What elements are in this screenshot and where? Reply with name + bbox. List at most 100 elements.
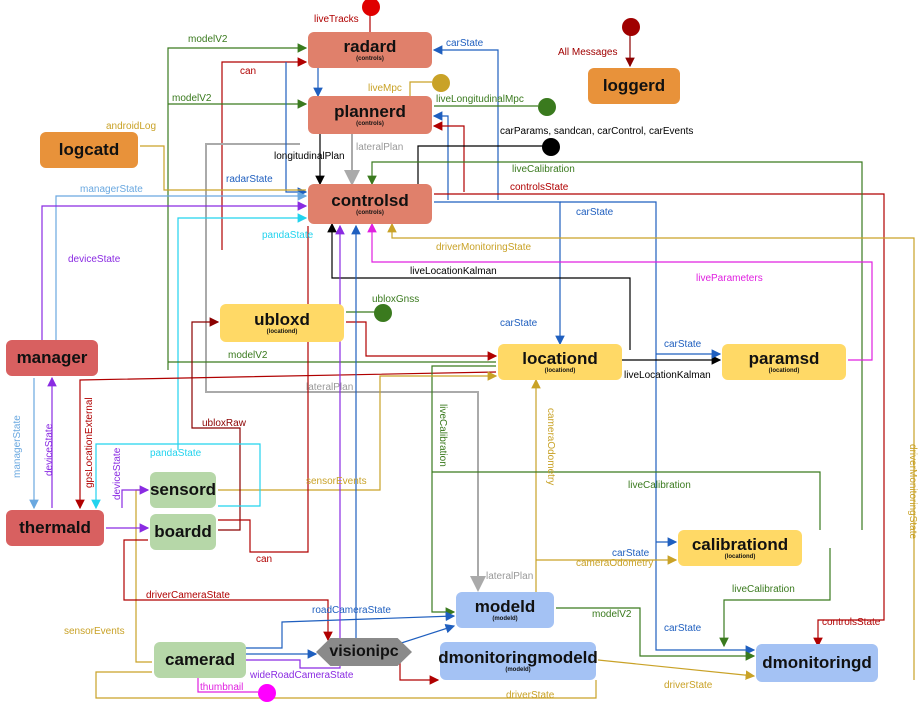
label-liveTracks: liveTracks — [314, 14, 359, 25]
allMessages-dot — [622, 18, 640, 36]
wire-driverState-controls — [95, 671, 597, 699]
liveTracks-dot — [362, 0, 380, 16]
wire-wideRoadCameraState — [246, 224, 345, 669]
node-sensord[interactable]: sensord — [150, 472, 216, 508]
node-modeld[interactable]: modeld (modeld) — [456, 592, 554, 628]
node-locationd[interactable]: locationd (locationd) — [498, 344, 622, 380]
wire-liveParameters — [367, 222, 873, 361]
label-deviceState-vert-a: deviceState — [44, 423, 55, 476]
node-plannerd[interactable]: plannerd (controls) — [308, 96, 432, 134]
wire-controlsState-planner — [432, 121, 465, 192]
node-subtitle: (locationd) — [544, 367, 576, 374]
wire-driverMonitoringState — [387, 222, 915, 680]
node-dmonitoringd[interactable]: dmonitoringd — [756, 644, 878, 682]
node-ubloxd[interactable]: ubloxd (locationd) — [220, 304, 344, 342]
wire-modelV2-radard — [167, 43, 308, 370]
wire-carParams — [417, 145, 544, 190]
label-driverState-right: driverState — [664, 680, 713, 691]
label-gpsLocationExternal-vert: gpsLocationExternal — [84, 397, 95, 488]
node-title: thermald — [19, 518, 91, 537]
label-carState-dm: carState — [664, 623, 702, 634]
node-controlsd[interactable]: controlsd (controls) — [308, 184, 432, 224]
node-visionipc[interactable]: visionipc — [316, 638, 412, 666]
node-subtitle: (locationd) — [266, 328, 298, 335]
label-wideRoadCameraState: wideRoadCameraState — [250, 670, 354, 681]
label-controlsState-dm: controlsState — [822, 617, 881, 628]
node-title: loggerd — [602, 76, 666, 95]
node-thermald[interactable]: thermald — [6, 510, 104, 546]
wire-ubloxd-locationd — [346, 321, 498, 361]
node-title: controlsd — [331, 190, 409, 210]
node-dmonitoringmodeld[interactable]: dmonitoringmodeld (modeld) — [438, 642, 598, 680]
label-liveLocationKalman-bottom: liveLocationKalman — [624, 370, 711, 381]
label-liveCalibration-vert: liveCalibration — [437, 404, 448, 467]
label-ubloxRaw: ubloxRaw — [202, 418, 246, 429]
wire-liveCalibration-calib — [432, 471, 821, 530]
node-camerad[interactable]: camerad — [154, 642, 246, 678]
node-radard[interactable]: radard (controls) — [308, 32, 432, 68]
node-subtitle: (modeld) — [492, 615, 518, 622]
wire-thumbnail — [197, 676, 258, 693]
label-modelV2-radard: modelV2 — [188, 34, 228, 45]
liveMpc-dot — [432, 74, 450, 92]
node-title: dmonitoringmodeld — [438, 647, 598, 667]
label-cameraOdometry-h: cameraOdometry — [576, 558, 654, 569]
label-longitudinalPlan: longitudinalPlan — [274, 151, 345, 162]
label-androidLog: androidLog — [106, 121, 157, 132]
wire-androidLog — [140, 145, 306, 191]
wire-controlsState-dm — [434, 193, 885, 648]
node-subtitle: (controls) — [356, 120, 384, 127]
label-liveCalibration-mid: liveCalibration — [628, 480, 691, 491]
node-subtitle: (locationd) — [724, 553, 756, 560]
wire-pandaState-controls — [177, 213, 308, 450]
label-managerState-vert: managerState — [12, 415, 23, 478]
node-title: radard — [343, 36, 397, 56]
node-subtitle: (modeld) — [505, 666, 531, 673]
wire-deviceState-controls — [41, 201, 308, 340]
node-title: visionipc — [329, 643, 399, 660]
wire-sensorEvents — [218, 371, 498, 491]
node-title: ubloxd — [254, 309, 310, 329]
wire-driverCameraState — [123, 539, 333, 642]
wire-can-boardd — [218, 226, 309, 553]
label-pandaState-top: pandaState — [262, 230, 314, 241]
node-paramsd[interactable]: paramsd (locationd) — [722, 344, 846, 380]
label-managerState-top: managerState — [80, 184, 143, 195]
wire-pandaState-thermald — [91, 443, 261, 510]
label-ubloxGnss: ubloxGnss — [372, 294, 420, 305]
node-manager[interactable]: manager — [6, 340, 98, 376]
wire-lateralPlan-modeld — [205, 143, 486, 592]
wire-roadCameraState — [246, 611, 456, 649]
node-calibrationd[interactable]: calibrationd (locationd) — [678, 530, 802, 566]
carParams-dot — [542, 138, 560, 156]
label-liveMpc: liveMpc — [368, 83, 402, 94]
label-lateralPlan-mid: lateralPlan — [306, 382, 354, 393]
label-carState-radard: carState — [446, 38, 484, 49]
wire-liveMpc — [409, 81, 432, 96]
wire-gpsLocationExternal — [75, 371, 497, 510]
label-modelV2-locationd: modelV2 — [228, 350, 268, 361]
label-allMessages: All Messages — [558, 47, 618, 58]
node-title: sensord — [149, 480, 217, 499]
wire-driverState — [597, 659, 756, 680]
node-loggerd[interactable]: loggerd — [588, 68, 680, 104]
label-pandaState-bottom: pandaState — [150, 448, 202, 459]
label-lateralPlan-bottom: lateralPlan — [486, 571, 534, 582]
node-boardd[interactable]: boardd — [150, 514, 216, 550]
node-title: modeld — [474, 596, 536, 616]
label-deviceState-vert-b: deviceState — [112, 447, 123, 500]
node-logcatd[interactable]: logcatd — [40, 132, 138, 168]
label-can-radard: can — [240, 66, 257, 77]
wire-liveCalibration-modeld — [431, 365, 496, 617]
node-title: plannerd — [334, 101, 406, 121]
label-sensorEvents-mid: sensorEvents — [306, 476, 367, 487]
wire-liveCalibration-controls — [367, 161, 863, 530]
wire-carState-planner — [432, 111, 449, 200]
label-liveParameters: liveParameters — [696, 273, 763, 284]
liveLongitudinalMpc-dot — [538, 98, 556, 116]
node-subtitle: (locationd) — [768, 367, 800, 374]
wire-can-radard — [221, 57, 308, 250]
label-driverCameraState: driverCameraState — [146, 590, 230, 601]
label-driverMonitoringState-top: driverMonitoringState — [436, 242, 532, 253]
